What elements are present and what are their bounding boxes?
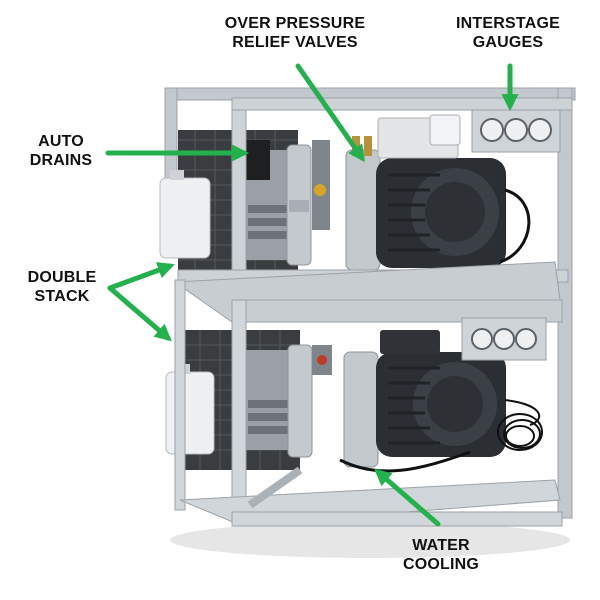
drain-bottle-bottom (165, 371, 215, 455)
label-water-cooling: WATER COOLING (402, 537, 480, 573)
label-auto-drains: AUTO DRAINS (29, 133, 93, 169)
bottom-unit (165, 317, 547, 473)
drain-bottle-top (159, 177, 211, 259)
label-double-stack: DOUBLE STACK (27, 269, 97, 305)
floor-shadow (170, 522, 570, 558)
rear-frame (164, 87, 576, 519)
label-over-pressure-relief-valves: OVER PRESSURE RELIEF VALVES (224, 15, 366, 51)
filter-cylinder-bottom (287, 344, 313, 458)
front-frame (174, 279, 563, 527)
water-cooler (343, 351, 379, 468)
middle-beam (173, 261, 563, 323)
label-interstage-gauges: INTERSTAGE GAUGES (456, 15, 560, 51)
